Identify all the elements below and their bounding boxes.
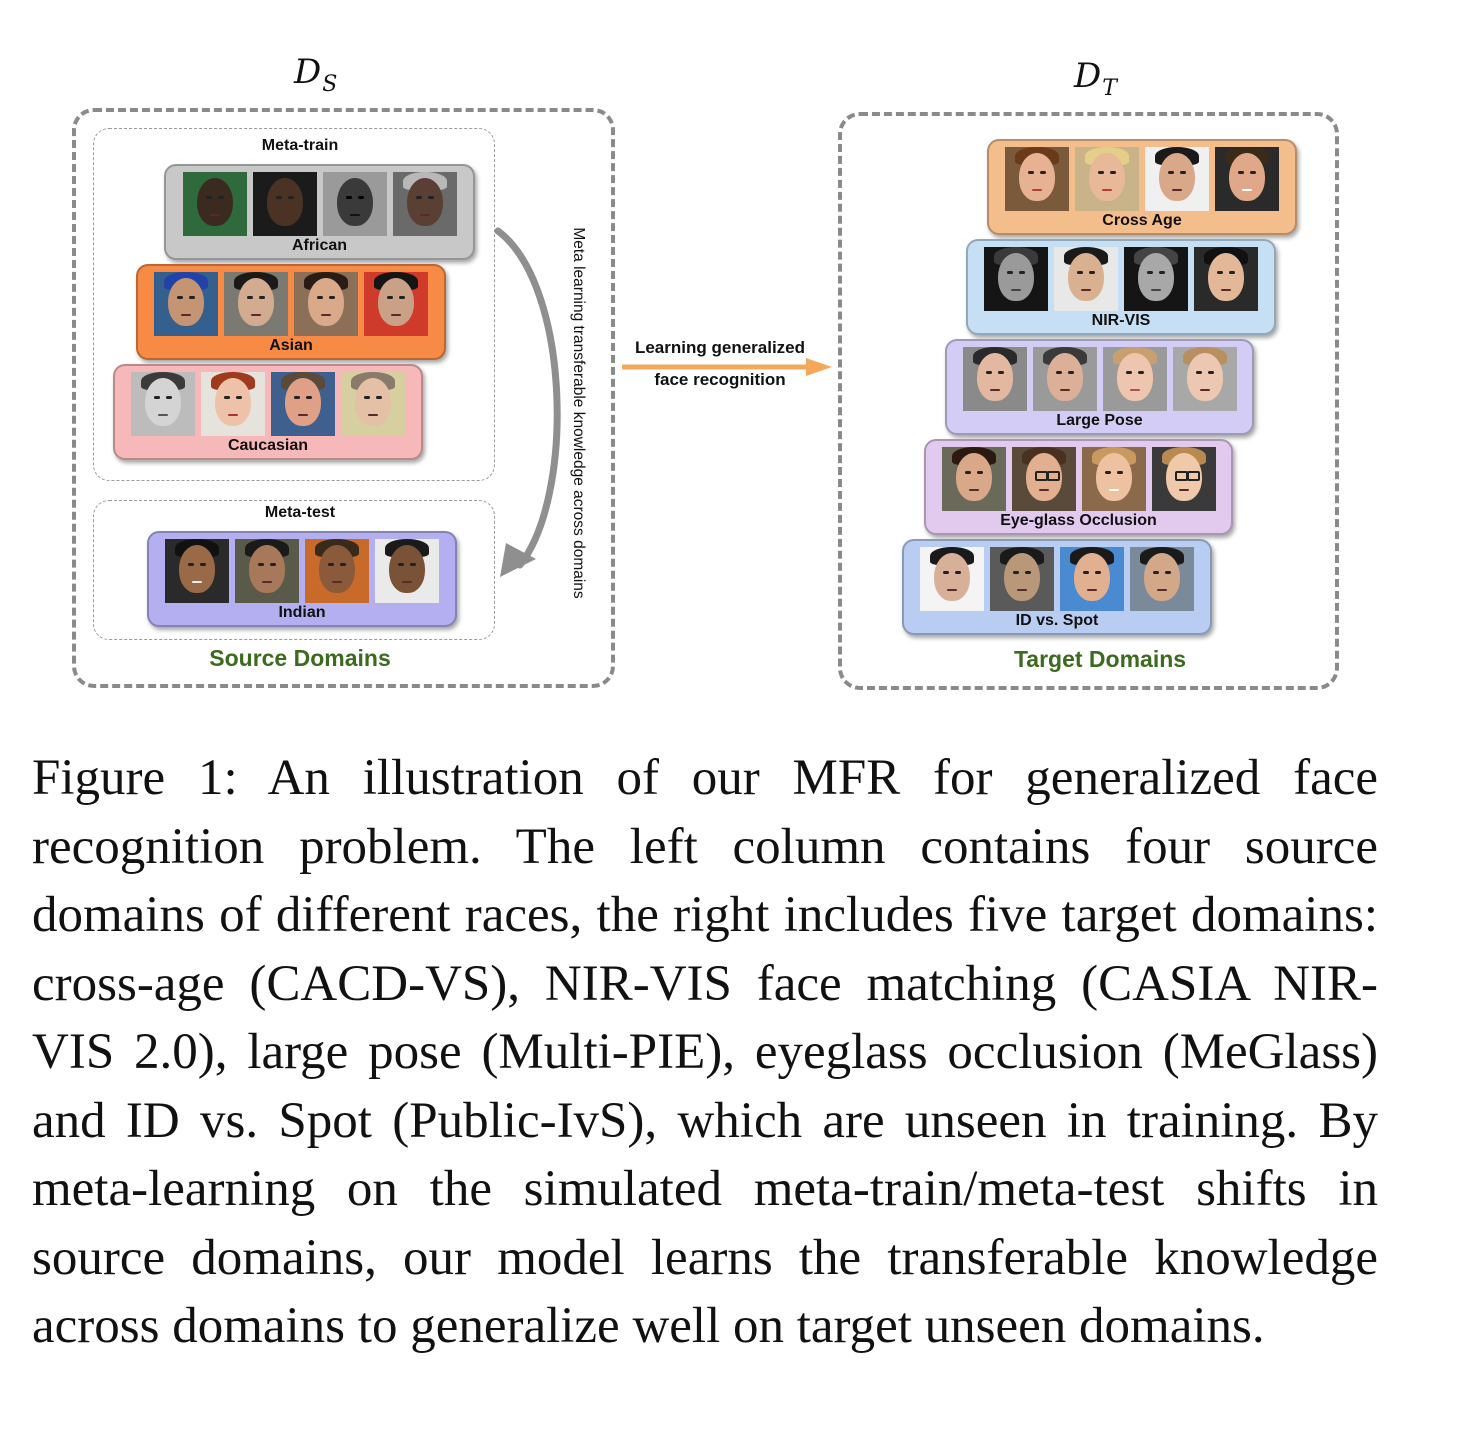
domain-label-id-vs-spot: ID vs. Spot xyxy=(1015,612,1099,629)
domain-panel-large-pose: Large Pose xyxy=(945,339,1254,435)
arrow-label-line2: face recognition xyxy=(654,370,786,389)
domain-label-indian: Indian xyxy=(278,604,326,621)
domain-label-nir-vis: NIR-VIS xyxy=(1091,312,1151,329)
face-strip xyxy=(115,372,421,436)
face-strip xyxy=(926,447,1231,511)
target-domains-label: Target Domains xyxy=(1013,646,1187,672)
domain-label-eyeglass-occlusion: Eye-glass Occlusion xyxy=(1000,512,1157,529)
face-photo xyxy=(1124,247,1188,311)
face-photo xyxy=(1145,147,1209,211)
face-photo xyxy=(1151,447,1216,511)
meta-learning-curved-arrow xyxy=(494,227,561,577)
face-photo xyxy=(1054,247,1118,311)
domain-label-caucasian: Caucasian xyxy=(227,437,309,454)
face-photo xyxy=(364,272,428,336)
meta-test-box xyxy=(93,500,495,640)
face-photo xyxy=(962,347,1027,411)
face-strip xyxy=(138,272,444,336)
domain-panel-asian: Asian xyxy=(136,264,446,360)
domain-label-large-pose: Large Pose xyxy=(1056,412,1143,429)
face-strip xyxy=(149,539,455,603)
domain-panel-nir-vis: NIR-VIS xyxy=(966,239,1276,335)
face-photo xyxy=(271,372,335,436)
face-photo xyxy=(1011,447,1076,511)
domain-panel-indian: Indian xyxy=(147,531,457,627)
face-photo xyxy=(235,539,299,603)
face-strip xyxy=(989,147,1295,211)
face-photo xyxy=(322,172,387,236)
face-photo xyxy=(392,172,457,236)
source-symbol-sub: S xyxy=(322,72,338,97)
face-photo xyxy=(941,447,1006,511)
meta-learning-annotation: Meta learning transferable knowledge acr… xyxy=(570,227,587,599)
face-photo xyxy=(1075,147,1139,211)
target-symbol-sub: T xyxy=(1102,76,1117,101)
figure-caption: Figure 1: An illustration of our MFR for… xyxy=(32,750,1378,1354)
meta-train-box xyxy=(93,128,495,481)
face-photo xyxy=(165,539,229,603)
face-photo xyxy=(1032,347,1097,411)
source-symbol-main: D xyxy=(294,52,322,92)
domain-label-african: African xyxy=(291,237,348,254)
face-photo xyxy=(1194,247,1258,311)
face-photo xyxy=(920,547,984,611)
face-photo xyxy=(984,247,1048,311)
target-domains-box xyxy=(838,112,1339,690)
face-photo xyxy=(375,539,439,603)
arrow-label-line1: Learning generalized xyxy=(634,338,806,357)
domain-panel-caucasian: Caucasian xyxy=(113,364,423,460)
meta-train-label: Meta-train xyxy=(261,137,339,154)
source-domains-box xyxy=(72,108,615,688)
face-photo xyxy=(1215,147,1279,211)
face-strip xyxy=(947,347,1252,411)
domain-panel-id-vs-spot: ID vs. Spot xyxy=(902,539,1212,635)
domain-panel-african: African xyxy=(164,164,475,260)
face-photo xyxy=(1060,547,1124,611)
face-photo xyxy=(182,172,247,236)
face-photo xyxy=(294,272,358,336)
face-photo xyxy=(1102,347,1167,411)
face-photo xyxy=(1172,347,1237,411)
meta-test-label: Meta-test xyxy=(264,504,336,521)
face-photo xyxy=(341,372,405,436)
face-photo xyxy=(1005,147,1069,211)
domain-panel-cross-age: Cross Age xyxy=(987,139,1297,235)
face-photo xyxy=(201,372,265,436)
target-symbol-main: D xyxy=(1074,56,1102,96)
generalization-arrow xyxy=(622,358,832,376)
domain-label-cross-age: Cross Age xyxy=(1102,212,1182,229)
source-domains-label: Source Domains xyxy=(209,645,391,671)
face-photo xyxy=(1081,447,1146,511)
face-strip xyxy=(968,247,1274,311)
face-photo xyxy=(305,539,369,603)
face-photo xyxy=(131,372,195,436)
target-domain-symbol: DT xyxy=(1074,56,1117,101)
face-photo xyxy=(154,272,218,336)
face-strip xyxy=(166,172,473,236)
face-photo xyxy=(252,172,317,236)
source-domain-symbol: DS xyxy=(294,52,337,97)
domain-panel-eyeglass-occlusion: Eye-glass Occlusion xyxy=(924,439,1233,535)
domain-label-asian: Asian xyxy=(269,337,313,354)
face-photo xyxy=(224,272,288,336)
face-strip xyxy=(904,547,1210,611)
face-photo xyxy=(990,547,1054,611)
face-photo xyxy=(1130,547,1194,611)
